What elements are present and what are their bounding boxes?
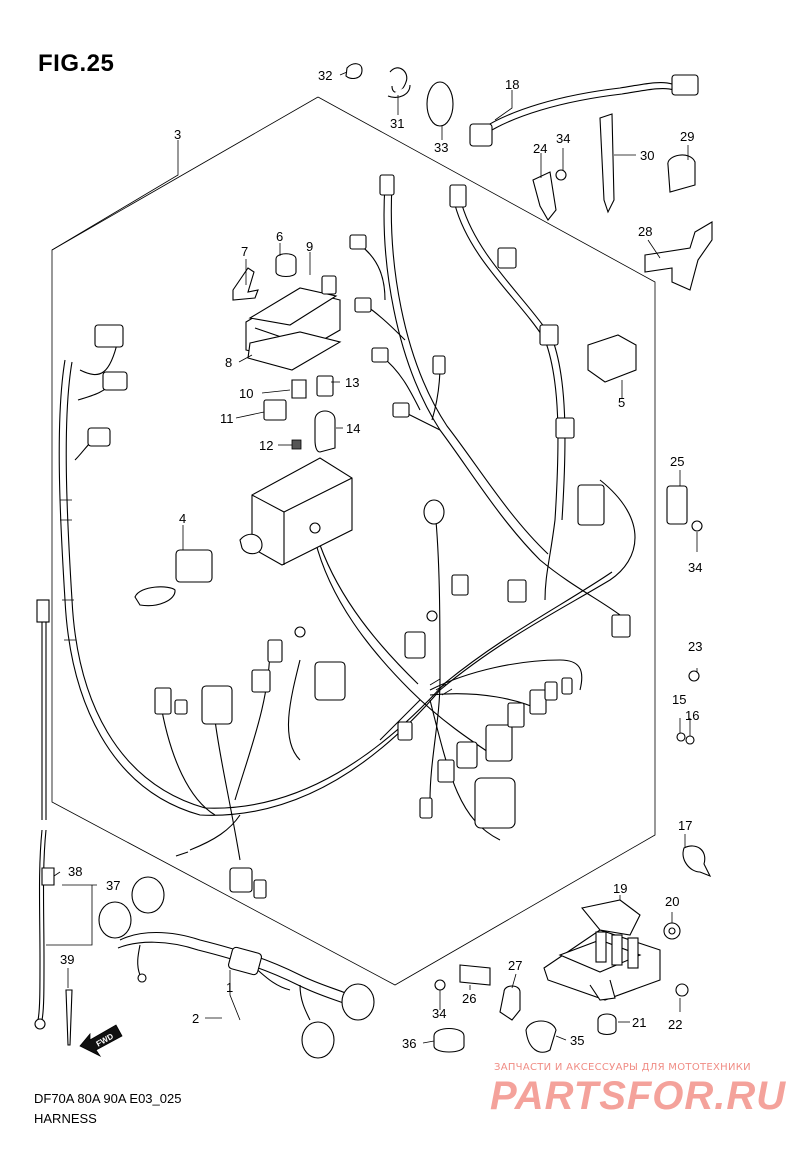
callout-9: 9 bbox=[306, 239, 313, 254]
callout-4: 4 bbox=[179, 511, 186, 526]
callout-19: 19 bbox=[613, 881, 627, 896]
callout-25: 25 bbox=[670, 454, 684, 469]
main-harness bbox=[58, 174, 636, 899]
fwd-arrow: FWD bbox=[79, 1024, 123, 1058]
callout-32: 32 bbox=[318, 68, 332, 83]
callout-21: 21 bbox=[632, 1015, 646, 1030]
callout-36: 36 bbox=[402, 1036, 416, 1051]
callout-8: 8 bbox=[225, 355, 232, 370]
figure-title: FIG.25 bbox=[38, 50, 115, 77]
callout-33: 33 bbox=[434, 140, 448, 155]
section-name: HARNESS bbox=[34, 1111, 97, 1126]
callout-39: 39 bbox=[60, 952, 74, 967]
callout-26: 26 bbox=[462, 991, 476, 1006]
callout-28: 28 bbox=[638, 224, 652, 239]
fuse-box-parts bbox=[134, 253, 637, 607]
callout-23: 23 bbox=[688, 639, 702, 654]
sub-harness bbox=[34, 599, 375, 1059]
callout-18: 18 bbox=[505, 77, 519, 92]
callout-24: 24 bbox=[533, 141, 547, 156]
callout-2: 2 bbox=[192, 1011, 199, 1026]
upper-right-parts bbox=[345, 63, 713, 291]
callout-14: 14 bbox=[346, 421, 360, 436]
callout-38: 38 bbox=[68, 864, 82, 879]
callout-34-lower: 34 bbox=[432, 1006, 446, 1021]
callout-1: 1 bbox=[226, 980, 233, 995]
watermark-tagline: ЗАПЧАСТИ И АКСЕССУАРЫ ДЛЯ МОТОТЕХНИКИ bbox=[494, 1062, 751, 1073]
callout-10: 10 bbox=[239, 386, 253, 401]
leader-lines bbox=[46, 71, 698, 1044]
bracket-assembly bbox=[543, 899, 661, 1001]
watermark-brand: PARTSFOR.RU bbox=[490, 1074, 787, 1118]
callout-31: 31 bbox=[390, 116, 404, 131]
right-side-parts bbox=[597, 485, 712, 1036]
callout-17: 17 bbox=[678, 818, 692, 833]
callout-11: 11 bbox=[220, 411, 234, 426]
callout-7: 7 bbox=[241, 244, 248, 259]
callout-34-right: 34 bbox=[688, 560, 702, 575]
model-line: DF70A 80A 90A E03_025 bbox=[34, 1091, 182, 1106]
callout-34-upper: 34 bbox=[556, 131, 570, 146]
assembly-frame bbox=[51, 96, 656, 986]
callout-35: 35 bbox=[570, 1033, 584, 1048]
lower-parts bbox=[433, 964, 557, 1053]
callout-20: 20 bbox=[665, 894, 679, 909]
callout-12: 12 bbox=[259, 438, 273, 453]
callout-5: 5 bbox=[618, 395, 625, 410]
callout-3: 3 bbox=[174, 127, 181, 142]
callout-27: 27 bbox=[508, 958, 522, 973]
callout-numbers: 1 2 3 4 5 6 7 8 9 10 11 12 13 14 15 16 1… bbox=[60, 68, 702, 1051]
callout-15: 15 bbox=[672, 692, 686, 707]
callout-37: 37 bbox=[106, 878, 120, 893]
callout-6: 6 bbox=[276, 229, 283, 244]
callout-22: 22 bbox=[668, 1017, 682, 1032]
callout-13: 13 bbox=[345, 375, 359, 390]
callout-16: 16 bbox=[685, 708, 699, 723]
callout-29: 29 bbox=[680, 129, 694, 144]
callout-30: 30 bbox=[640, 148, 654, 163]
